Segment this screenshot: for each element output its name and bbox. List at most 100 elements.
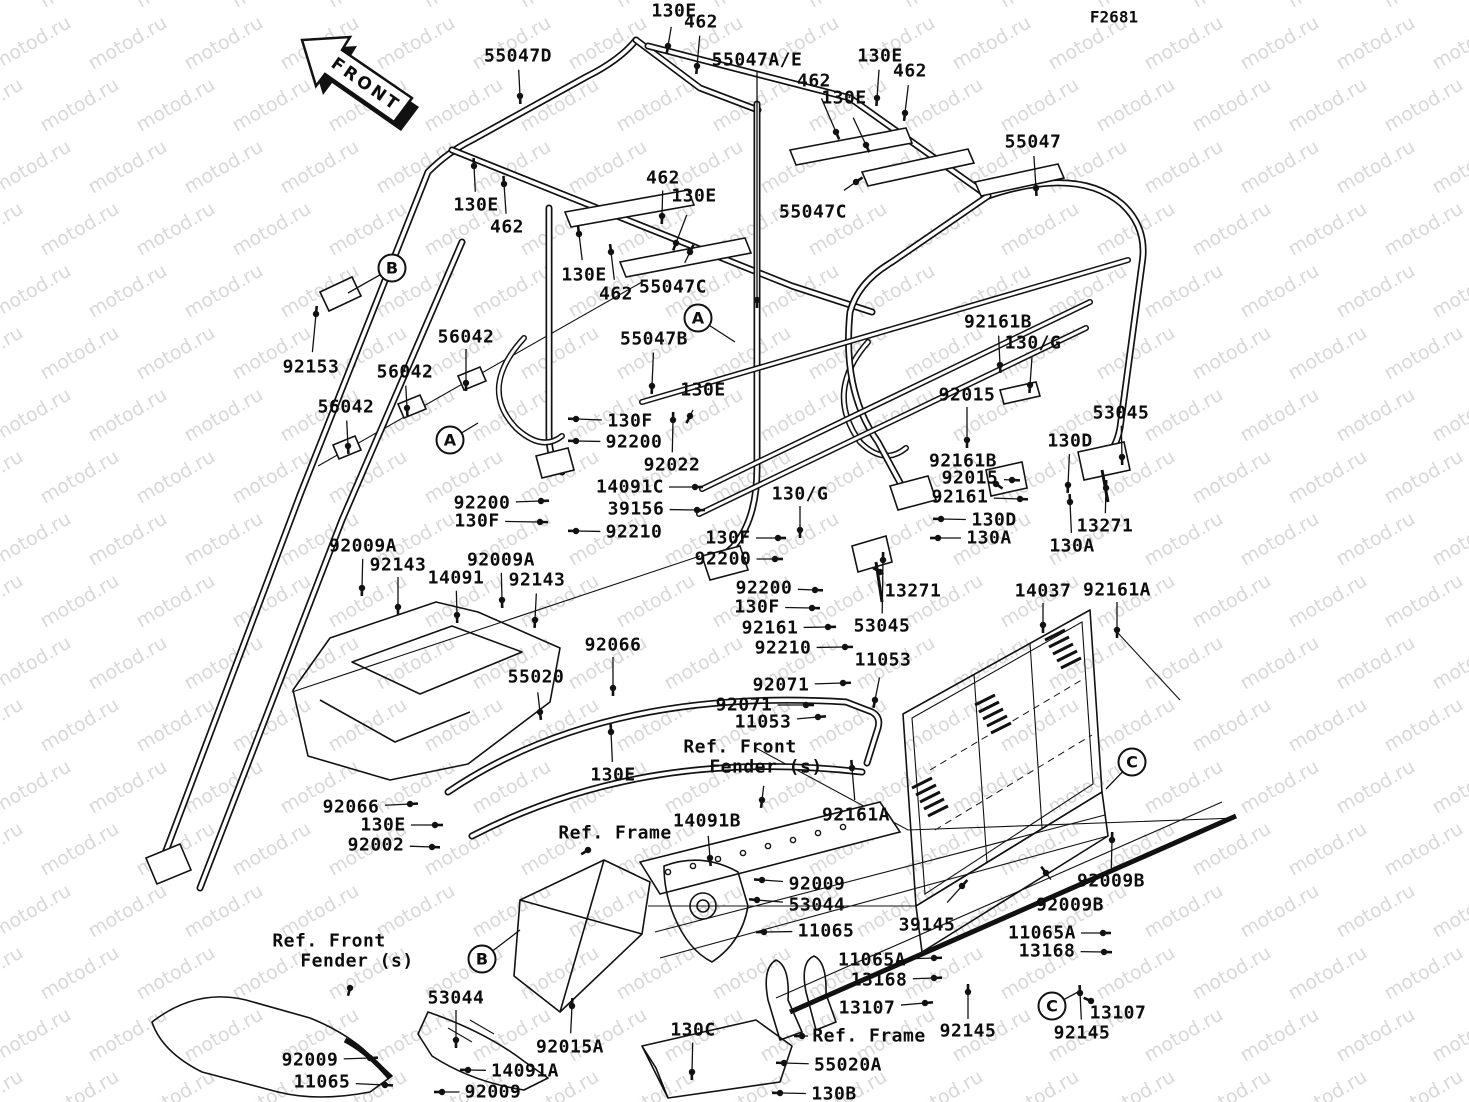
section-marker-circle	[467, 944, 497, 974]
fastener-part-tick	[817, 714, 827, 719]
part-callout: 56042	[317, 396, 375, 418]
fastener-part-tick	[1083, 996, 1092, 1003]
marker-leader-line	[492, 929, 521, 952]
part-callout: 53045	[1092, 402, 1150, 424]
fastener-part-tick	[759, 799, 764, 809]
leader-line	[505, 520, 541, 523]
part-callout: 11065A	[1007, 922, 1077, 944]
section-marker-circle	[1117, 747, 1147, 777]
leader-line	[796, 716, 819, 720]
fastener-part-tick	[855, 176, 864, 184]
marker-leader-line	[461, 422, 479, 434]
part-callout: Ref. Front	[683, 736, 797, 758]
fastener-part-tick	[1028, 384, 1032, 394]
section-marker-circle	[1037, 991, 1067, 1021]
leader-line	[761, 879, 784, 883]
leader-line	[881, 559, 884, 614]
part-callout: 92161B	[963, 311, 1033, 333]
leader-line	[696, 35, 701, 67]
fastener-part-tick	[314, 305, 319, 315]
part-callout: 92161B	[928, 450, 998, 472]
section-marker-circle	[683, 303, 713, 333]
part-callout: 92009A	[466, 549, 536, 571]
leader-line	[874, 677, 881, 701]
part-callout: 11053	[854, 649, 912, 671]
part-callout: 92002	[347, 834, 405, 856]
leader-line	[1033, 155, 1037, 189]
part-callout: 14091	[427, 567, 485, 589]
fastener-part-tick	[685, 415, 692, 424]
part-callout: 55047	[1004, 131, 1062, 153]
fastener-part-tick	[902, 112, 907, 122]
fastener-part-tick	[608, 243, 613, 253]
part-callout: 53044	[788, 894, 846, 916]
leader-line	[852, 117, 867, 146]
part-callout: 13271	[1076, 515, 1134, 537]
part-callout: 11053	[734, 711, 792, 733]
part-callout: 130E	[651, 0, 697, 22]
leader-line	[575, 418, 602, 421]
part-callout: 130F	[705, 527, 751, 549]
part-callout: 130B	[811, 1083, 857, 1102]
part-callout: 130D	[971, 509, 1017, 531]
leader-line	[534, 593, 537, 621]
part-callout: 55047A/E	[711, 49, 803, 71]
leader-line	[783, 1062, 809, 1065]
part-callout: 92145	[939, 1020, 997, 1042]
part-callout: 92153	[282, 356, 340, 378]
part-callout: 130/G	[771, 483, 829, 505]
leader-line	[361, 558, 364, 589]
part-callout: 92071	[752, 674, 810, 696]
part-callout: 13168	[850, 969, 908, 991]
section-marker-letter: B	[386, 259, 398, 278]
part-callout: 130F	[454, 510, 500, 532]
fastener-part-tick	[753, 878, 763, 882]
part-callout: 92066	[322, 796, 380, 818]
part-callout: 130F	[607, 410, 653, 432]
fastener-part-tick	[995, 482, 1004, 490]
fastener-part-tick	[688, 244, 695, 253]
part-callout: 92145	[1053, 1022, 1111, 1044]
leader-line	[610, 731, 614, 762]
part-callout: 130/G	[1004, 332, 1062, 354]
part-callout: 92161	[931, 486, 989, 508]
part-callout: Ref. Frame	[812, 1025, 926, 1047]
part-callout: 92071	[715, 694, 773, 716]
leader-line	[671, 419, 674, 453]
leader-line	[661, 190, 664, 217]
part-callout: 92200	[605, 431, 663, 453]
leader-line	[409, 845, 433, 848]
part-callout: 39145	[898, 914, 956, 936]
part-callout: 130E	[821, 87, 867, 109]
part-callout: 92200	[453, 492, 511, 514]
part-callout: 92015	[938, 384, 996, 406]
leader-line	[876, 69, 880, 99]
leader-line	[503, 183, 507, 214]
leader-line	[500, 572, 503, 601]
part-callout: 11065	[293, 1071, 351, 1093]
leader-line	[1120, 425, 1123, 458]
part-callout: 11065A	[837, 949, 907, 971]
part-callout: 14037	[1014, 580, 1072, 602]
part-callout: Ref. Front	[272, 930, 386, 952]
part-callout: 55020	[507, 666, 565, 688]
part-callout: 130E	[857, 45, 903, 67]
part-callout: 92015A	[535, 1036, 605, 1058]
part-callout: 130E	[680, 379, 726, 401]
part-callout: 39156	[607, 498, 665, 520]
part-callout: 92066	[584, 634, 642, 656]
fastener-part-tick	[538, 711, 543, 721]
marker-leader-line	[1064, 991, 1079, 1000]
leader-line	[537, 692, 541, 713]
part-callout: 55020A	[813, 1054, 883, 1076]
leader-line	[851, 767, 856, 801]
section-marker-letter: A	[444, 431, 457, 450]
part-callout: 130E	[360, 814, 406, 836]
fastener-part-tick	[875, 97, 879, 107]
part-callout: 53045	[853, 615, 911, 637]
part-callout: 92009B	[1035, 894, 1105, 916]
part-callout: 92022	[643, 454, 701, 476]
part-callout: 130C	[670, 1019, 716, 1041]
leader-line	[473, 165, 476, 192]
